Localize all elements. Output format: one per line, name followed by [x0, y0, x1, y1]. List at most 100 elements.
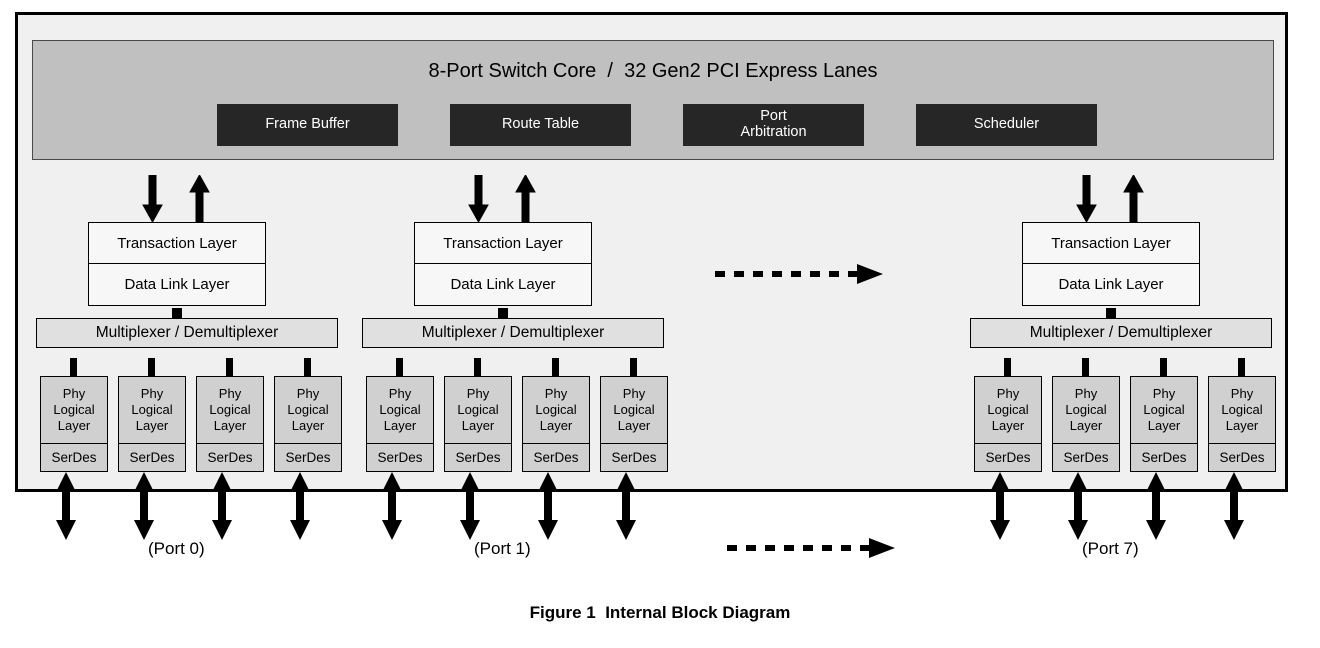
phy-label-line3: Layer	[291, 417, 325, 433]
serdes-block[interactable]: SerDes	[600, 443, 668, 472]
external-lane-arrow-p0-l1	[134, 472, 154, 540]
continuation-arrow-upper-icon	[715, 264, 883, 284]
phy-logical-layer[interactable]: Phy Logical Layer	[40, 376, 108, 444]
serdes-block[interactable]: SerDes	[522, 443, 590, 472]
serdes-label: SerDes	[455, 450, 501, 465]
serdes-block[interactable]: SerDes	[1208, 443, 1276, 472]
multiplexer-demultiplexer-port-1[interactable]: Multiplexer / Demultiplexer	[362, 318, 664, 348]
phy-label-line3: Layer	[617, 417, 651, 433]
protocol-layer-stack-port-0: Transaction Layer Data Link Layer	[88, 222, 266, 306]
phy-logical-layer[interactable]: Phy Logical Layer	[522, 376, 590, 444]
external-lane-arrow-p7-l2	[1146, 472, 1166, 540]
core-block-port-arbitration-label-line2: Arbitration	[740, 124, 807, 140]
phy-label-line3: Layer	[539, 417, 573, 433]
phy-label-line3: Layer	[213, 417, 247, 433]
phy-label-line3: Layer	[383, 417, 417, 433]
serdes-block[interactable]: SerDes	[1130, 443, 1198, 472]
multiplexer-demultiplexer-label: Multiplexer / Demultiplexer	[1029, 324, 1213, 341]
phy-label-line2: Logical	[535, 402, 577, 418]
transaction-layer-port-7[interactable]: Transaction Layer	[1023, 223, 1199, 264]
phy-logical-layer[interactable]: Phy Logical Layer	[1052, 376, 1120, 444]
phy-label-line2: Logical	[1143, 402, 1185, 418]
phy-logical-layer[interactable]: Phy Logical Layer	[196, 376, 264, 444]
data-link-layer-port-0[interactable]: Data Link Layer	[89, 264, 265, 305]
core-block-port-arbitration-label-line1: Port	[760, 108, 787, 125]
external-lane-arrow-p0-l3	[290, 472, 310, 540]
port-group-1: Transaction Layer Data Link Layer Multip…	[362, 175, 668, 495]
phy-label-line1: Phy	[1152, 386, 1176, 402]
port-group-7: Transaction Layer Data Link Layer Multip…	[970, 175, 1276, 495]
phy-label-line1: Phy	[140, 386, 164, 402]
phy-label-line3: Layer	[991, 417, 1025, 433]
chip-outline: 8-Port Switch Core / 32 Gen2 PCI Express…	[15, 12, 1288, 492]
phy-logical-layer[interactable]: Phy Logical Layer	[1208, 376, 1276, 444]
serdes-block[interactable]: SerDes	[974, 443, 1042, 472]
data-link-layer-label: Data Link Layer	[124, 276, 230, 293]
transaction-layer-port-1[interactable]: Transaction Layer	[415, 223, 591, 264]
phy-logical-layer[interactable]: Phy Logical Layer	[274, 376, 342, 444]
core-link-arrows-port-7	[1076, 175, 1144, 222]
lane-connector-icon	[70, 358, 77, 376]
continuation-arrow-lower-icon	[727, 538, 895, 558]
phy-label-line2: Logical	[379, 402, 421, 418]
switch-core-title: 8-Port Switch Core / 32 Gen2 PCI Express…	[428, 60, 878, 82]
phy-label-line2: Logical	[53, 402, 95, 418]
phy-logical-layer[interactable]: Phy Logical Layer	[366, 376, 434, 444]
serdes-label: SerDes	[1141, 450, 1187, 465]
external-lane-arrow-p1-l1	[460, 472, 480, 540]
lane-connector-icon	[474, 358, 481, 376]
phy-label-line2: Logical	[131, 402, 173, 418]
serdes-label: SerDes	[985, 450, 1031, 465]
phy-logical-layer[interactable]: Phy Logical Layer	[1130, 376, 1198, 444]
external-lane-arrow-p7-l1	[1068, 472, 1088, 540]
core-block-route-table[interactable]: Route Table	[450, 104, 631, 146]
external-lane-arrow-p0-l2	[212, 472, 232, 540]
data-link-layer-port-7[interactable]: Data Link Layer	[1023, 264, 1199, 305]
serdes-label: SerDes	[611, 450, 657, 465]
phy-logical-layer[interactable]: Phy Logical Layer	[118, 376, 186, 444]
external-lane-arrow-p7-l3	[1224, 472, 1244, 540]
data-link-layer-label: Data Link Layer	[450, 276, 556, 293]
lane-connector-icon	[1160, 358, 1167, 376]
lane-connector-icon	[148, 358, 155, 376]
core-block-port-arbitration[interactable]: Port Arbitration	[683, 104, 864, 146]
protocol-layer-stack-port-7: Transaction Layer Data Link Layer	[1022, 222, 1200, 306]
port-caption-1: (Port 1)	[474, 539, 531, 558]
serdes-label: SerDes	[377, 450, 423, 465]
figure-caption: Figure 1 Internal Block Diagram	[529, 603, 791, 622]
core-link-arrows-port-1	[468, 175, 536, 222]
serdes-block[interactable]: SerDes	[444, 443, 512, 472]
serdes-block[interactable]: SerDes	[118, 443, 186, 472]
serdes-block[interactable]: SerDes	[196, 443, 264, 472]
data-link-layer-label: Data Link Layer	[1058, 276, 1164, 293]
port-caption-0: (Port 0)	[148, 539, 205, 558]
phy-label-line3: Layer	[1069, 417, 1103, 433]
phy-logical-layer[interactable]: Phy Logical Layer	[974, 376, 1042, 444]
multiplexer-demultiplexer-port-0[interactable]: Multiplexer / Demultiplexer	[36, 318, 338, 348]
phy-label-line2: Logical	[987, 402, 1029, 418]
port-group-0: Transaction Layer Data Link Layer Multip…	[36, 175, 342, 495]
serdes-block[interactable]: SerDes	[274, 443, 342, 472]
phy-label-line2: Logical	[613, 402, 655, 418]
external-lane-arrow-p7-l0	[990, 472, 1010, 540]
phy-label-line3: Layer	[1147, 417, 1181, 433]
serdes-label: SerDes	[207, 450, 253, 465]
phy-label-line2: Logical	[209, 402, 251, 418]
phy-label-line1: Phy	[622, 386, 646, 402]
switch-core-block: 8-Port Switch Core / 32 Gen2 PCI Express…	[32, 40, 1274, 160]
serdes-block[interactable]: SerDes	[1052, 443, 1120, 472]
phy-label-line3: Layer	[461, 417, 495, 433]
phy-logical-layer[interactable]: Phy Logical Layer	[600, 376, 668, 444]
serdes-block[interactable]: SerDes	[366, 443, 434, 472]
multiplexer-demultiplexer-port-7[interactable]: Multiplexer / Demultiplexer	[970, 318, 1272, 348]
transaction-layer-port-0[interactable]: Transaction Layer	[89, 223, 265, 264]
serdes-label: SerDes	[51, 450, 97, 465]
data-link-layer-port-1[interactable]: Data Link Layer	[415, 264, 591, 305]
core-block-frame-buffer[interactable]: Frame Buffer	[217, 104, 398, 146]
phy-label-line1: Phy	[1074, 386, 1098, 402]
serdes-block[interactable]: SerDes	[40, 443, 108, 472]
phy-logical-layer[interactable]: Phy Logical Layer	[444, 376, 512, 444]
core-block-scheduler[interactable]: Scheduler	[916, 104, 1097, 146]
multiplexer-demultiplexer-label: Multiplexer / Demultiplexer	[95, 324, 279, 341]
serdes-label: SerDes	[1063, 450, 1109, 465]
